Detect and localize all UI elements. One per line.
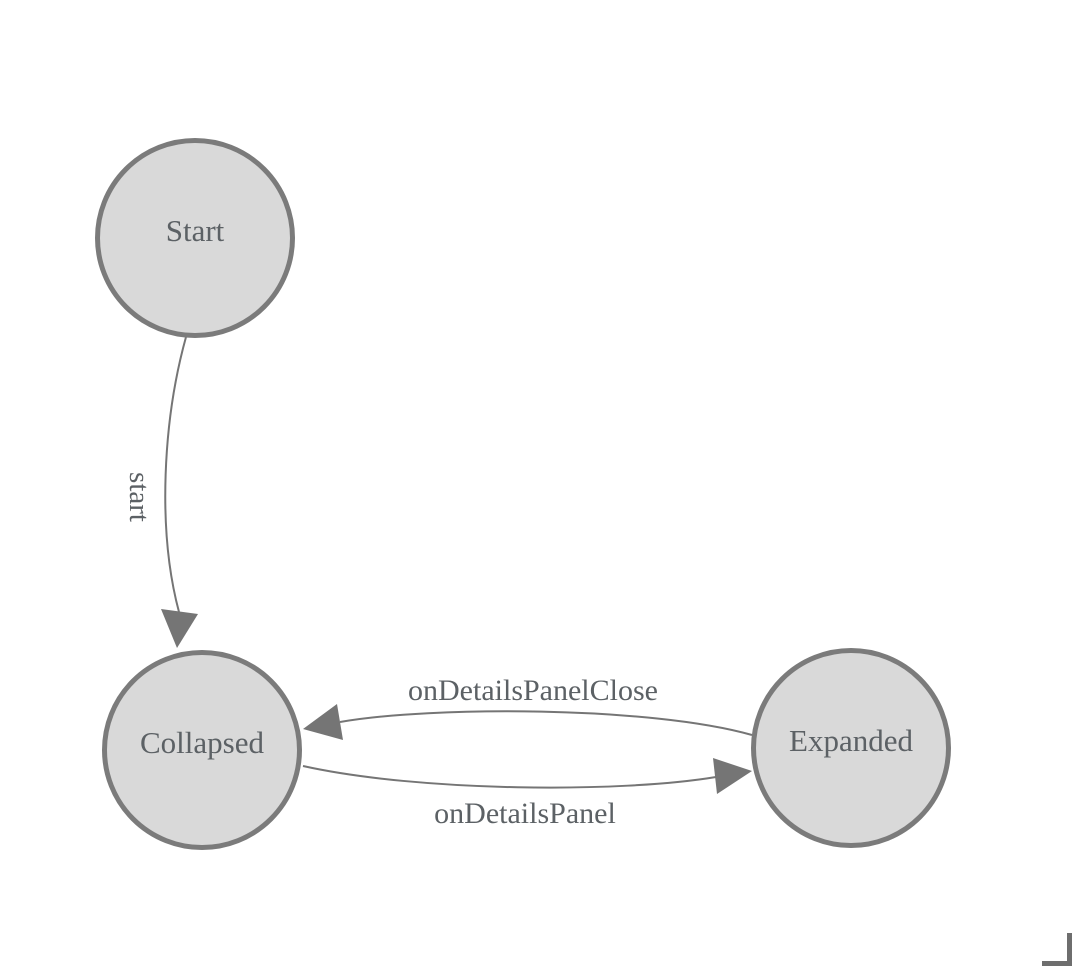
state-label-start: Start: [166, 213, 225, 248]
edge-line-ondetailspanelclose: [339, 710, 753, 736]
canvas-corner-bracket: [1042, 933, 1072, 966]
state-circle-collapsed: [102, 650, 302, 850]
state-circle-start: [95, 138, 295, 338]
edge-expanded-to-collapsed: onDetailsPanelClose: [303, 674, 753, 740]
edge-line-start: [164, 336, 187, 613]
state-circle-expanded: [751, 648, 951, 848]
edge-label-ondetailspanelclose: onDetailsPanelClose: [408, 674, 658, 707]
arrowhead-icon: [303, 704, 343, 740]
edge-label-start: start: [123, 472, 155, 522]
edge-start-to-collapsed: start: [123, 336, 198, 648]
edge-label-ondetailspanel: onDetailsPanel: [434, 797, 616, 830]
edge-collapsed-to-expanded: onDetailsPanel: [302, 758, 752, 830]
arrowhead-icon: [161, 609, 198, 648]
state-node-start: Start: [95, 138, 295, 338]
state-label-collapsed: Collapsed: [140, 725, 264, 760]
arrowhead-icon: [713, 758, 752, 794]
state-node-expanded: Expanded: [751, 648, 951, 848]
edge-line-ondetailspanel: [302, 765, 717, 789]
state-label-expanded: Expanded: [789, 723, 913, 758]
state-node-collapsed: Collapsed: [102, 650, 302, 850]
